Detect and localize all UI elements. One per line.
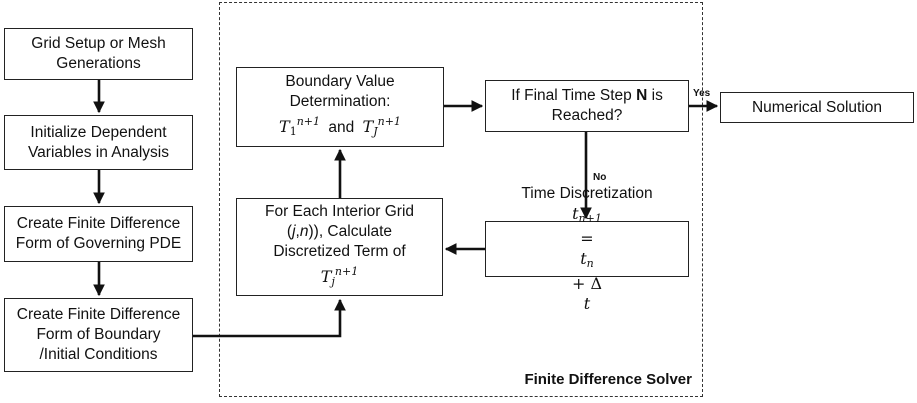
pde-line1: Create Finite Difference [16,215,181,232]
interior-line2: (j,n)), Calculate [286,223,393,240]
finite-difference-solver-region: Finite Difference Solver [219,2,703,397]
boundary-value-box: Boundary Value Determination: T1n+1 and … [236,67,444,147]
boundary-and: and [328,119,355,136]
solver-title: Finite Difference Solver [524,371,692,388]
boundary-formula: T1n+1 and TJn+1 [279,115,401,138]
initialize-line1: Initialize Dependent [30,123,167,141]
boundary-conditions-box: Create Finite Difference Form of Boundar… [4,298,193,372]
grid-setup-line2: Generations [56,55,141,72]
governing-pde-box: Create Finite Difference Form of Governi… [4,206,193,262]
boundary-line2: Determination: [289,93,391,110]
interior-line3: Discretized Term of [273,243,406,260]
initialize-variables-box: Initialize Dependent Variables in Analys… [4,115,193,170]
grid-setup-box: Grid Setup or Mesh Generations [4,28,193,80]
interior-line1: For Each Interior Grid [264,203,415,220]
bc-line1: Create Finite Difference [16,306,181,323]
initialize-line2: Variables in Analysis [27,143,169,161]
numerical-solution-label: Numerical Solution [751,98,883,116]
interior-grid-box: For Each Interior Grid (j,n)), Calculate… [236,198,443,296]
bc-line3: /Initial Conditions [39,346,158,363]
yes-label: Yes [693,88,711,99]
final-step-check-box: If Final Time Step N is Reached? [485,80,689,132]
interior-formula: Tjn+1 [320,265,359,288]
no-label: No [593,172,607,183]
boundary-line1: Boundary Value [285,73,395,90]
grid-setup-line1: Grid Setup or Mesh [31,35,166,52]
numerical-solution-box: Numerical Solution [720,92,914,123]
check-line1: If Final Time Step N is [511,87,663,104]
bc-line2: Form of Boundary [36,326,161,343]
time-label: Time Discretization [521,185,653,202]
check-line2: Reached? [551,107,623,124]
pde-line2: Form of Governing PDE [15,235,182,252]
